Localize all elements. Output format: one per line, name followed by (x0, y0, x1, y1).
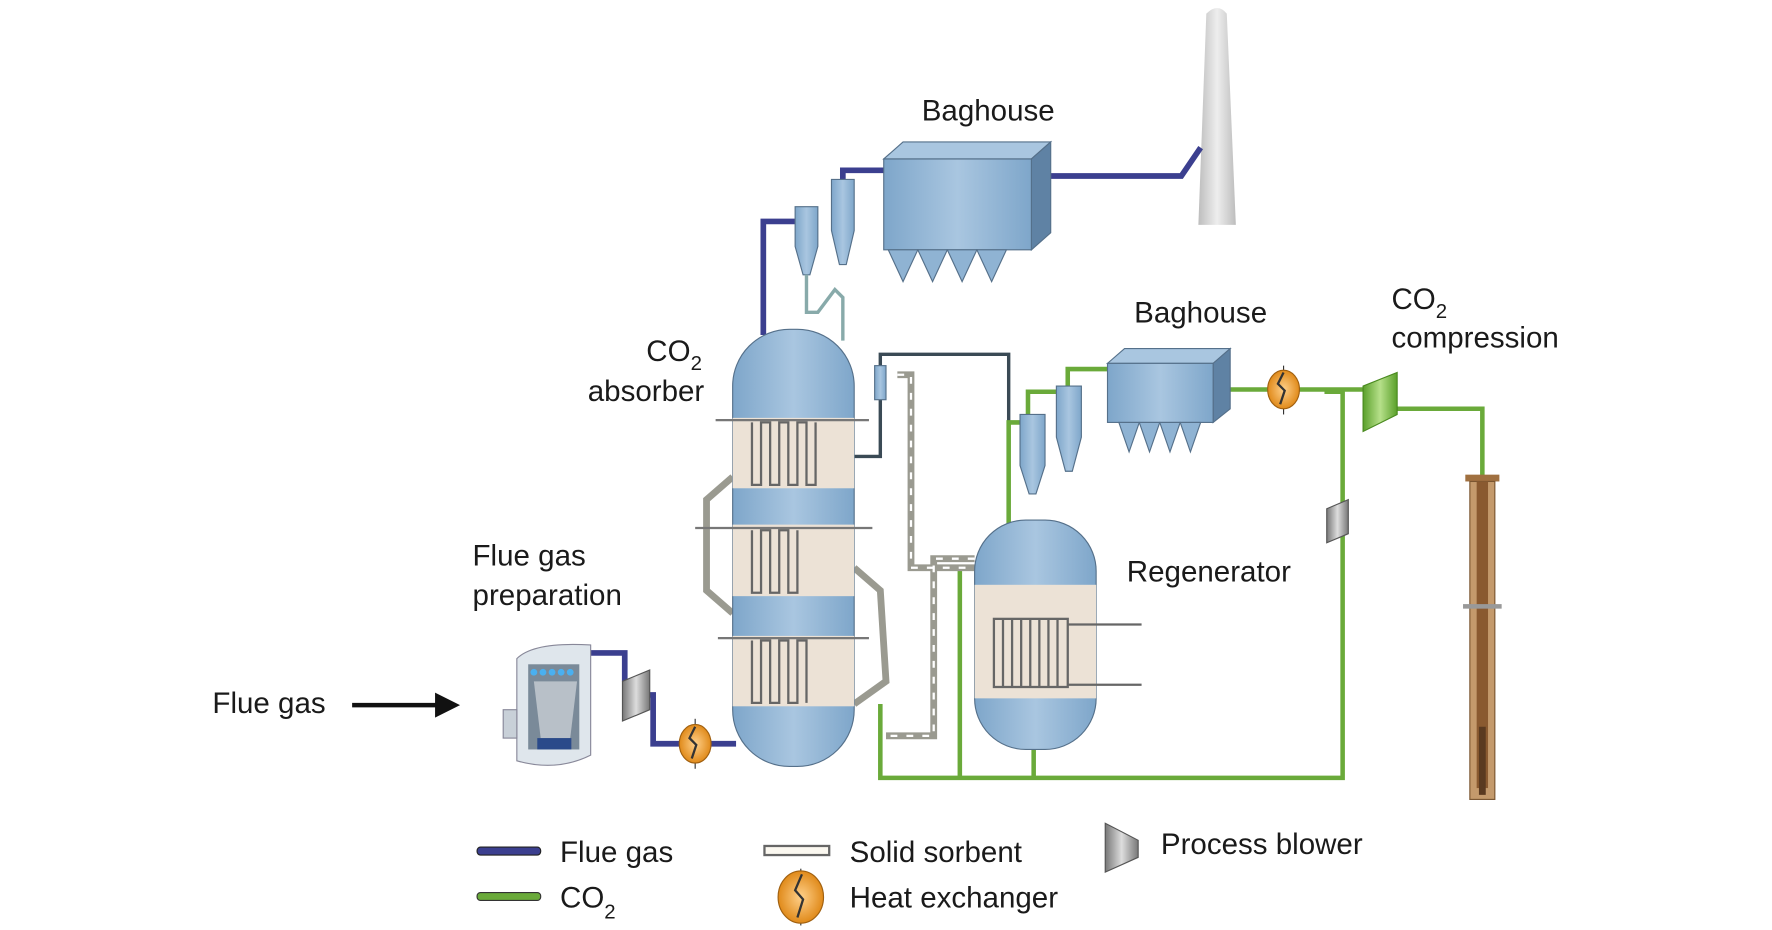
legend-heat-exchanger-label: Heat exchanger (850, 881, 1059, 914)
label-baghouse-top: Baghouse (922, 94, 1055, 127)
label-co2-compression-word: compression (1391, 321, 1558, 354)
cyclones-regenerator (1019, 385, 1082, 495)
co2-compressor-icon (1362, 371, 1398, 433)
legend-process-blower-label: Process blower (1161, 828, 1363, 861)
label-flue-gas-input: Flue gas (212, 687, 325, 720)
process-blower-icon (1326, 498, 1349, 544)
legend-co2-co: CO (560, 881, 604, 914)
flue-gas-input-arrow (352, 692, 461, 718)
label-absorber-co: CO (646, 335, 690, 368)
baghouse-right (1105, 347, 1232, 454)
legend-solid-sorbent-swatch (763, 844, 831, 857)
legend-co2-swatch (476, 891, 542, 902)
label-absorber-sub: 2 (691, 352, 702, 375)
co2-absorber (695, 328, 887, 768)
legend-solid-sorbent-label: Solid sorbent (850, 836, 1022, 869)
co2-pipes (878, 366, 1485, 781)
label-co2-compression: CO2 (1391, 283, 1447, 323)
heat-exchanger-icon (1267, 365, 1301, 415)
label-flue-gas-prep-2: preparation (473, 579, 622, 612)
chimney (1198, 7, 1236, 225)
label-regenerator: Regenerator (1127, 555, 1291, 588)
legend-co2-label: CO2 (560, 881, 616, 923)
label-baghouse-right: Baghouse (1134, 296, 1267, 329)
regenerator-vessel (974, 519, 1142, 751)
legend-process-blower-icon (1104, 822, 1139, 873)
legend: Flue gas CO2 Solid sorbent Heat exchange… (476, 822, 1363, 926)
process-blower-icon (621, 669, 651, 722)
legend-flue-gas-swatch (476, 846, 542, 856)
cyclones-absorber (794, 178, 855, 341)
legend-heat-exchanger-icon (777, 868, 825, 926)
baghouse-top (882, 140, 1053, 283)
flue-gas-preparation-unit (502, 643, 592, 766)
transfer-line (854, 352, 1011, 525)
co2-injection-well (1463, 474, 1502, 800)
label-co2-absorber: CO2 (646, 335, 702, 375)
label-absorber-word: absorber (588, 375, 705, 408)
heat-exchanger-icon (678, 718, 712, 769)
legend-flue-gas-label: Flue gas (560, 836, 673, 869)
label-flue-gas-prep-1: Flue gas (473, 539, 586, 572)
legend-co2-sub: 2 (604, 901, 615, 924)
label-co2-compression-sub: 2 (1436, 300, 1447, 323)
label-co2-compression-co: CO (1391, 283, 1435, 316)
